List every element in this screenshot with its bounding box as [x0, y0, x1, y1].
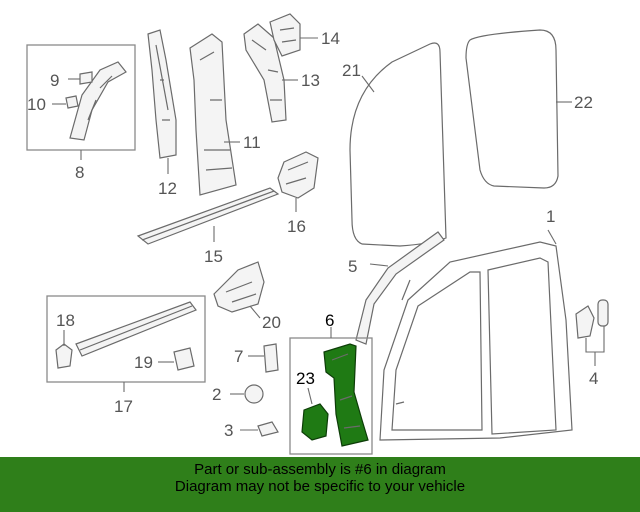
- part-8: [69, 61, 127, 141]
- callout-16: 16: [287, 217, 306, 236]
- part-17-rail: [75, 301, 197, 357]
- callout-22: 22: [574, 93, 593, 112]
- part-18: [55, 343, 73, 369]
- callout-8: 8: [75, 163, 84, 182]
- callout-9: 9: [50, 71, 59, 90]
- part-7: [263, 343, 279, 373]
- callout-11: 11: [243, 133, 261, 152]
- callout-17: 17: [114, 397, 133, 416]
- callout-14: 14: [321, 29, 340, 48]
- parts-diagram: 9 10 8 12 11 13 14 15 16 20 18 19 17: [26, 13, 609, 455]
- callout-7: 7: [234, 347, 243, 366]
- footer-line-2: Diagram may not be specific to your vehi…: [174, 478, 466, 495]
- callout-15: 15: [204, 247, 223, 266]
- part-1: [379, 241, 573, 441]
- part-16: [277, 151, 319, 199]
- footer-line-1: Part or sub-assembly is #6 in diagram: [194, 461, 446, 478]
- part-19: [173, 347, 195, 371]
- callout-21: 21: [342, 61, 361, 80]
- part-14: [269, 13, 301, 57]
- callout-18: 18: [56, 311, 75, 330]
- callout-12: 12: [158, 179, 177, 198]
- callout-4: 4: [589, 369, 598, 388]
- part-22: [465, 29, 559, 189]
- part-4b: [597, 299, 609, 327]
- callout-2: 2: [212, 385, 221, 404]
- group-box-17: [46, 295, 206, 383]
- part-13: [243, 23, 287, 123]
- part-4a: [575, 305, 595, 339]
- callout-5: 5: [348, 257, 357, 276]
- part-3: [257, 421, 279, 437]
- callout-20: 20: [262, 313, 281, 332]
- part-12: [147, 29, 177, 159]
- callout-13: 13: [301, 71, 320, 90]
- part-6-highlighted: [323, 343, 369, 447]
- part-21: [349, 42, 447, 247]
- callout-10: 10: [27, 95, 46, 114]
- part-11: [189, 33, 237, 196]
- part-23-highlighted: [301, 403, 329, 441]
- part-5: [355, 231, 445, 345]
- callout-3: 3: [224, 421, 233, 440]
- callout-19: 19: [134, 353, 153, 372]
- footer-banner: Part or sub-assembly is #6 in diagram Di…: [0, 457, 640, 512]
- callout-6: 6: [325, 311, 334, 330]
- part-2: [244, 384, 264, 404]
- callout-1: 1: [546, 207, 555, 226]
- callout-23: 23: [296, 369, 315, 388]
- part-10: [65, 95, 79, 109]
- part-9: [79, 71, 93, 85]
